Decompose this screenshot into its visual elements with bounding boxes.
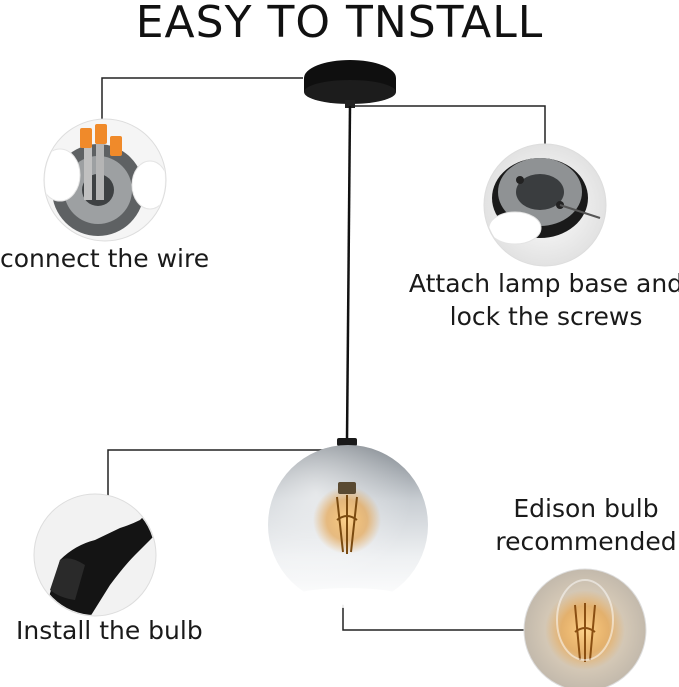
step-install-bulb-label: Install the bulb (16, 616, 203, 645)
edison-line-2: recommended (495, 527, 677, 556)
page-title: EASY TO TNSTALL (135, 0, 544, 48)
glass-globe-icon (268, 438, 428, 608)
step-attach-base-line-1: Attach lamp base and (408, 269, 679, 298)
edison-recommendation-label: Edison bulb recommended (486, 492, 679, 558)
lamp-base-icon (483, 143, 607, 267)
edison-line-1: Edison bulb (513, 494, 659, 523)
step-connect-wire-label: connect the wire (0, 244, 210, 273)
leader-lines (101, 77, 546, 631)
wire-connector-icon (43, 118, 167, 242)
ceiling-canopy-icon (304, 60, 396, 108)
step-attach-base-label: Attach lamp base and lock the screws (402, 267, 679, 333)
edison-bulb-icon (523, 568, 647, 687)
step-attach-base-line-2: lock the screws (449, 302, 643, 331)
pendant-cord (345, 105, 352, 441)
